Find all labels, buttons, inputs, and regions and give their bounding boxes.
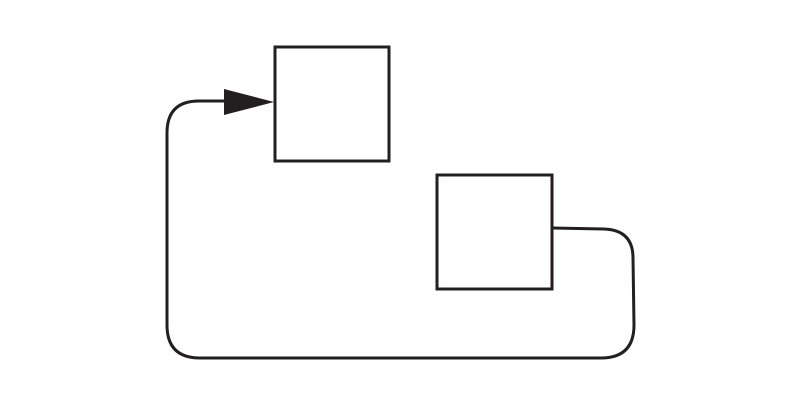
feedback-connector (165, 99, 636, 360)
arrowhead (224, 89, 274, 115)
block-lower (435, 173, 554, 291)
block-upper (273, 45, 391, 163)
